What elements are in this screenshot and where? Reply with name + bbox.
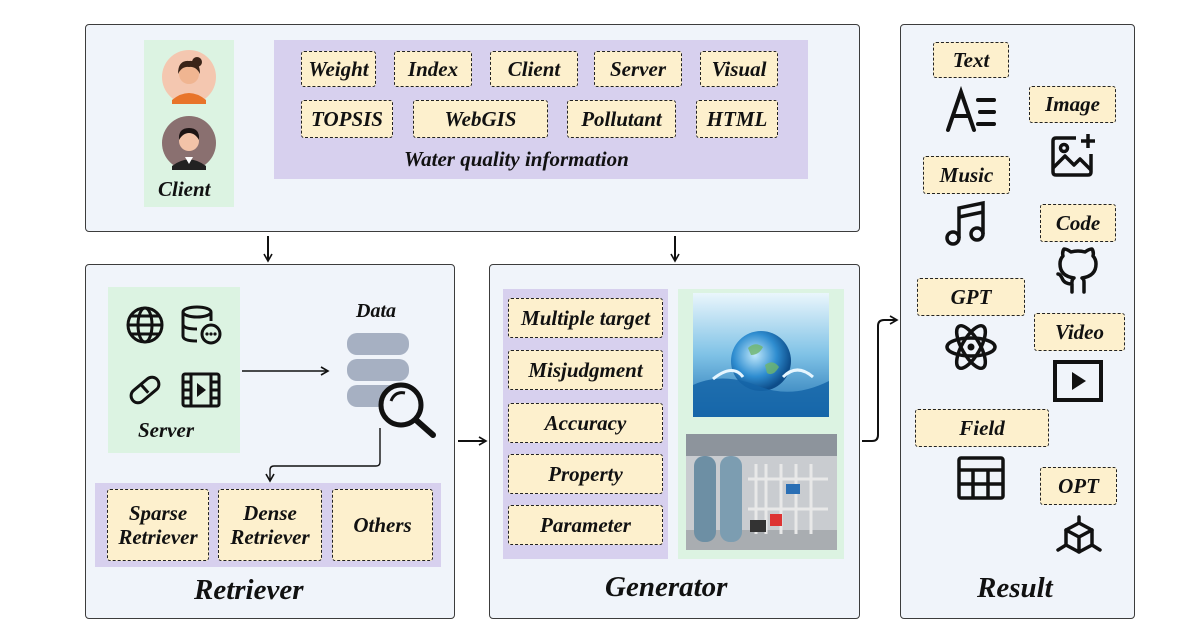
tag-pollutant: Pollutant bbox=[567, 100, 676, 138]
result-title: Result bbox=[977, 572, 1053, 604]
result-tag-gpt: GPT bbox=[917, 278, 1025, 316]
result-tag-text: Text bbox=[933, 42, 1009, 78]
globe-icon bbox=[126, 306, 164, 344]
tag-html: HTML bbox=[696, 100, 778, 138]
data-label: Data bbox=[356, 300, 396, 322]
add-image-icon bbox=[1051, 134, 1095, 177]
result-tag-image: Image bbox=[1029, 86, 1116, 123]
male-avatar-icon bbox=[162, 116, 216, 170]
music-icon bbox=[945, 200, 985, 246]
cube-network-icon bbox=[1056, 515, 1102, 554]
tag-property: Property bbox=[508, 454, 663, 494]
water-info-caption: Water quality information bbox=[404, 147, 629, 171]
atom-icon bbox=[945, 323, 997, 371]
tag-dense-retriever: Dense Retriever bbox=[218, 489, 322, 561]
arrow-data-to-retrievers bbox=[265, 428, 381, 483]
tag-sparse-retriever-text: Sparse Retriever bbox=[118, 500, 198, 549]
result-tag-opt: OPT bbox=[1040, 467, 1117, 505]
tag-multiple-target: Multiple target bbox=[508, 298, 663, 338]
table-icon bbox=[957, 456, 1005, 500]
result-tag-music: Music bbox=[923, 156, 1010, 194]
tag-server: Server bbox=[594, 51, 682, 87]
result-tag-code: Code bbox=[1040, 204, 1116, 242]
tag-visual: Visual bbox=[700, 51, 778, 87]
tag-dense-retriever-text: Dense Retriever bbox=[230, 500, 310, 549]
tag-accuracy: Accuracy bbox=[508, 403, 663, 443]
pill-icon bbox=[129, 375, 161, 405]
tag-sparse-retriever: Sparse Retriever bbox=[107, 489, 209, 561]
tag-topsis: TOPSIS bbox=[301, 100, 393, 138]
database-search-icon bbox=[347, 333, 436, 438]
client-label: Client bbox=[158, 177, 211, 201]
female-avatar-icon bbox=[162, 50, 216, 104]
video-file-icon bbox=[181, 372, 221, 408]
tag-index: Index bbox=[394, 51, 472, 87]
result-tag-field: Field bbox=[915, 409, 1049, 447]
arrow-generator-to-result bbox=[862, 315, 899, 442]
text-icon bbox=[946, 85, 996, 132]
tag-misjudgment: Misjudgment bbox=[508, 350, 663, 390]
generator-title: Generator bbox=[605, 571, 728, 603]
server-label: Server bbox=[138, 418, 194, 442]
tag-client: Client bbox=[490, 51, 578, 87]
tag-others: Others bbox=[332, 489, 433, 561]
retriever-title: Retriever bbox=[194, 574, 304, 606]
video-play-icon bbox=[1053, 360, 1103, 402]
water-globe-image bbox=[693, 293, 829, 417]
result-tag-video: Video bbox=[1034, 313, 1125, 351]
tag-webgis: WebGIS bbox=[413, 100, 548, 138]
water-treatment-equipment-image bbox=[686, 434, 837, 550]
tag-parameter: Parameter bbox=[508, 505, 663, 545]
database-settings-icon bbox=[181, 305, 222, 345]
tag-weight: Weight bbox=[301, 51, 376, 87]
github-icon bbox=[1056, 247, 1098, 294]
